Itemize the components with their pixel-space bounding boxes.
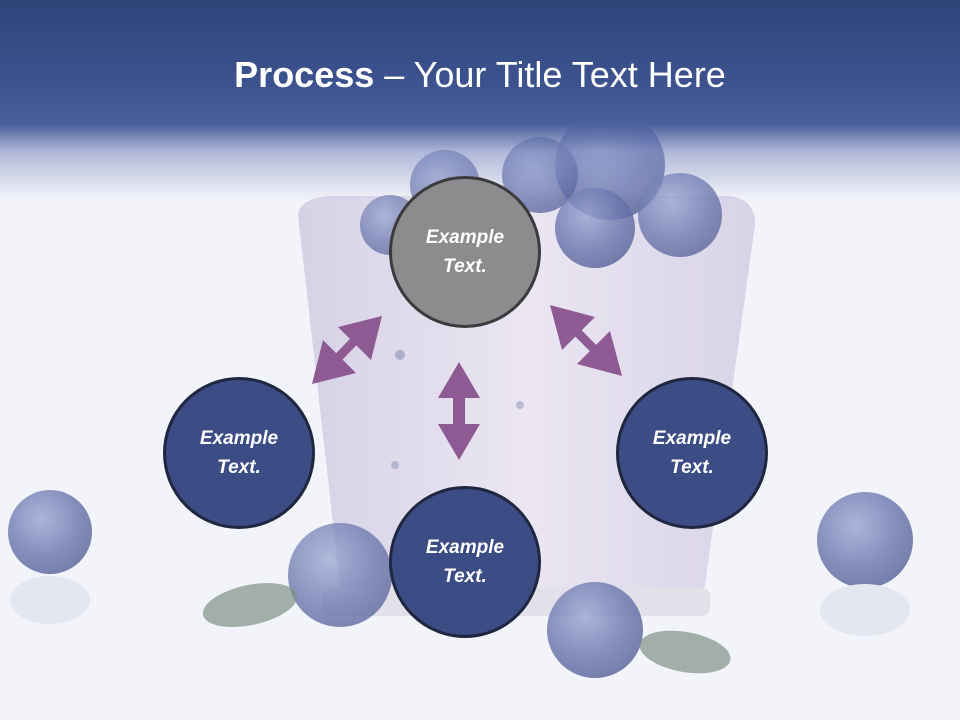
arrow-vertical [438,362,480,460]
title-rest: – Your Title Text Here [374,54,726,95]
process-node-bottom: Example Text. [389,486,541,638]
node-bottom-line1: Example [425,537,505,558]
arrow-top-left [312,316,382,384]
process-node-left: Example Text. [163,377,315,529]
title-bold: Process [234,54,375,95]
node-left-line2: Text. [217,457,261,478]
title-bar [0,0,960,200]
process-node-top: Example Text. [389,176,541,328]
arrow-top-right [550,305,622,376]
node-left-line1: Example [199,428,279,449]
node-bottom-line2: Text. [443,566,487,587]
node-top-line2: Text. [443,256,487,277]
slide-title: Process – Your Title Text Here [0,50,960,100]
process-node-right: Example Text. [616,377,768,529]
node-right-line1: Example [652,428,732,449]
node-right-line2: Text. [670,457,714,478]
node-top-line1: Example [425,227,505,248]
